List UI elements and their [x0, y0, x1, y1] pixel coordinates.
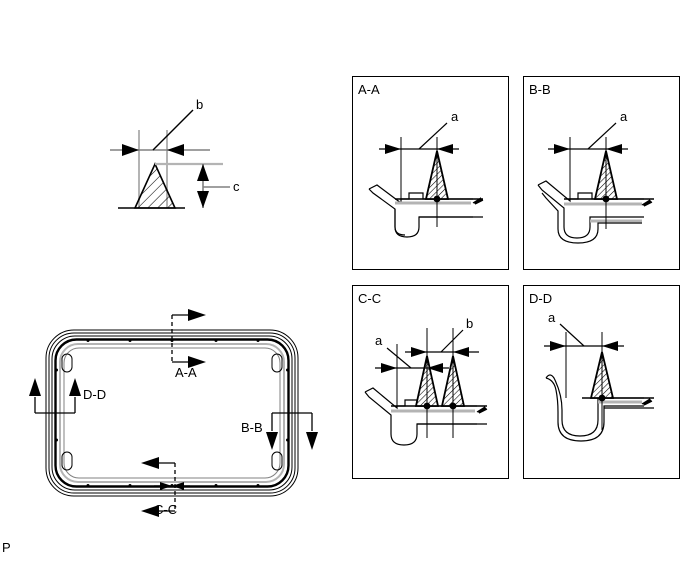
break-symbol-icon — [641, 398, 653, 406]
arrowhead-a-right — [427, 363, 443, 373]
section-panel-title-A-A: A-A — [358, 82, 380, 97]
leader-line-b — [152, 109, 194, 151]
section-label-A-A: A-A — [175, 365, 197, 380]
arrowhead-a-left — [550, 341, 566, 351]
break-symbol-icon — [476, 406, 488, 414]
leader-line-b — [440, 329, 464, 353]
sealant-reference-dots — [55, 339, 289, 487]
frame-inner-opening-2 — [63, 347, 281, 479]
section-drawing-B-B: a — [537, 109, 654, 244]
arrowhead-a-left — [385, 144, 401, 154]
sealant-bead-detail — [110, 109, 230, 209]
dimension-label-a: a — [548, 310, 556, 325]
break-symbol-icon — [472, 197, 484, 205]
door-opening-frame-outline — [29, 309, 318, 517]
flange-profile-inner — [364, 391, 477, 446]
flange-profile-outer — [545, 374, 644, 437]
section-marker-C-C — [141, 457, 190, 517]
section-drawing-A-A: a — [368, 109, 484, 238]
arrowhead-c-bottom — [197, 191, 209, 208]
flange-profile-inner — [368, 188, 473, 238]
section-panel-title-D-D: D-D — [529, 291, 553, 306]
break-symbol-icon — [641, 199, 653, 207]
section-drawing-C-C: a b — [364, 316, 488, 446]
flange-profile-outer — [537, 180, 644, 203]
dimension-label-b: b — [466, 316, 473, 331]
section-label-C-C: C-C — [154, 502, 178, 517]
flange-profile-second-hook — [541, 192, 642, 244]
section-label-B-B: B-B — [241, 420, 263, 435]
arrowhead-a-left — [554, 144, 570, 154]
frame-outline-outer-1 — [45, 329, 299, 497]
arrowhead-a-left — [381, 363, 397, 373]
section-marker-A-A — [171, 309, 206, 368]
arrowhead-b-right — [453, 347, 469, 357]
flange-profile-inner — [545, 377, 644, 442]
frame-inner-opening — [59, 343, 285, 483]
section-panel-title-C-C: C-C — [358, 291, 382, 306]
arrowhead-b-left — [122, 144, 139, 156]
dimension-label-a: a — [375, 333, 383, 348]
flange-profile-inner — [537, 184, 644, 239]
flange-profile-outer — [368, 184, 473, 205]
dimension-label-a: a — [620, 109, 628, 124]
leader-line-a — [386, 347, 412, 369]
detail-dimension-label-c: c — [233, 179, 240, 194]
arrowhead-b-right — [167, 144, 184, 156]
sealant-bead-triangle — [133, 162, 177, 209]
section-panel-A-A: A-A a — [352, 76, 509, 270]
arrowhead-c-top — [197, 164, 209, 181]
section-panel-C-C: C-C a — [352, 285, 509, 479]
section-panel-B-B: B-B a — [523, 76, 680, 270]
section-panel-title-B-B: B-B — [529, 82, 551, 97]
section-panel-D-D: D-D a — [523, 285, 680, 479]
section-label-D-D: D-D — [83, 387, 107, 402]
flange-profile-hook — [394, 209, 406, 236]
detail-dimension-label-b: b — [196, 97, 204, 112]
leader-line-a — [559, 323, 585, 347]
arrowhead-a-right — [602, 341, 618, 351]
arrowhead-a-right — [606, 144, 622, 154]
leader-line-a — [587, 122, 617, 150]
figure-corner-mark: P — [2, 540, 11, 555]
dimension-label-a: a — [451, 109, 459, 124]
section-marker-D-D — [29, 378, 81, 414]
section-marker-B-B — [266, 412, 318, 450]
arrowhead-a-right — [437, 144, 453, 154]
section-drawing-D-D: a — [544, 310, 654, 442]
frame-corner-clips — [61, 353, 283, 471]
arrowhead-b-left — [411, 347, 427, 357]
leader-line-a — [418, 122, 448, 150]
